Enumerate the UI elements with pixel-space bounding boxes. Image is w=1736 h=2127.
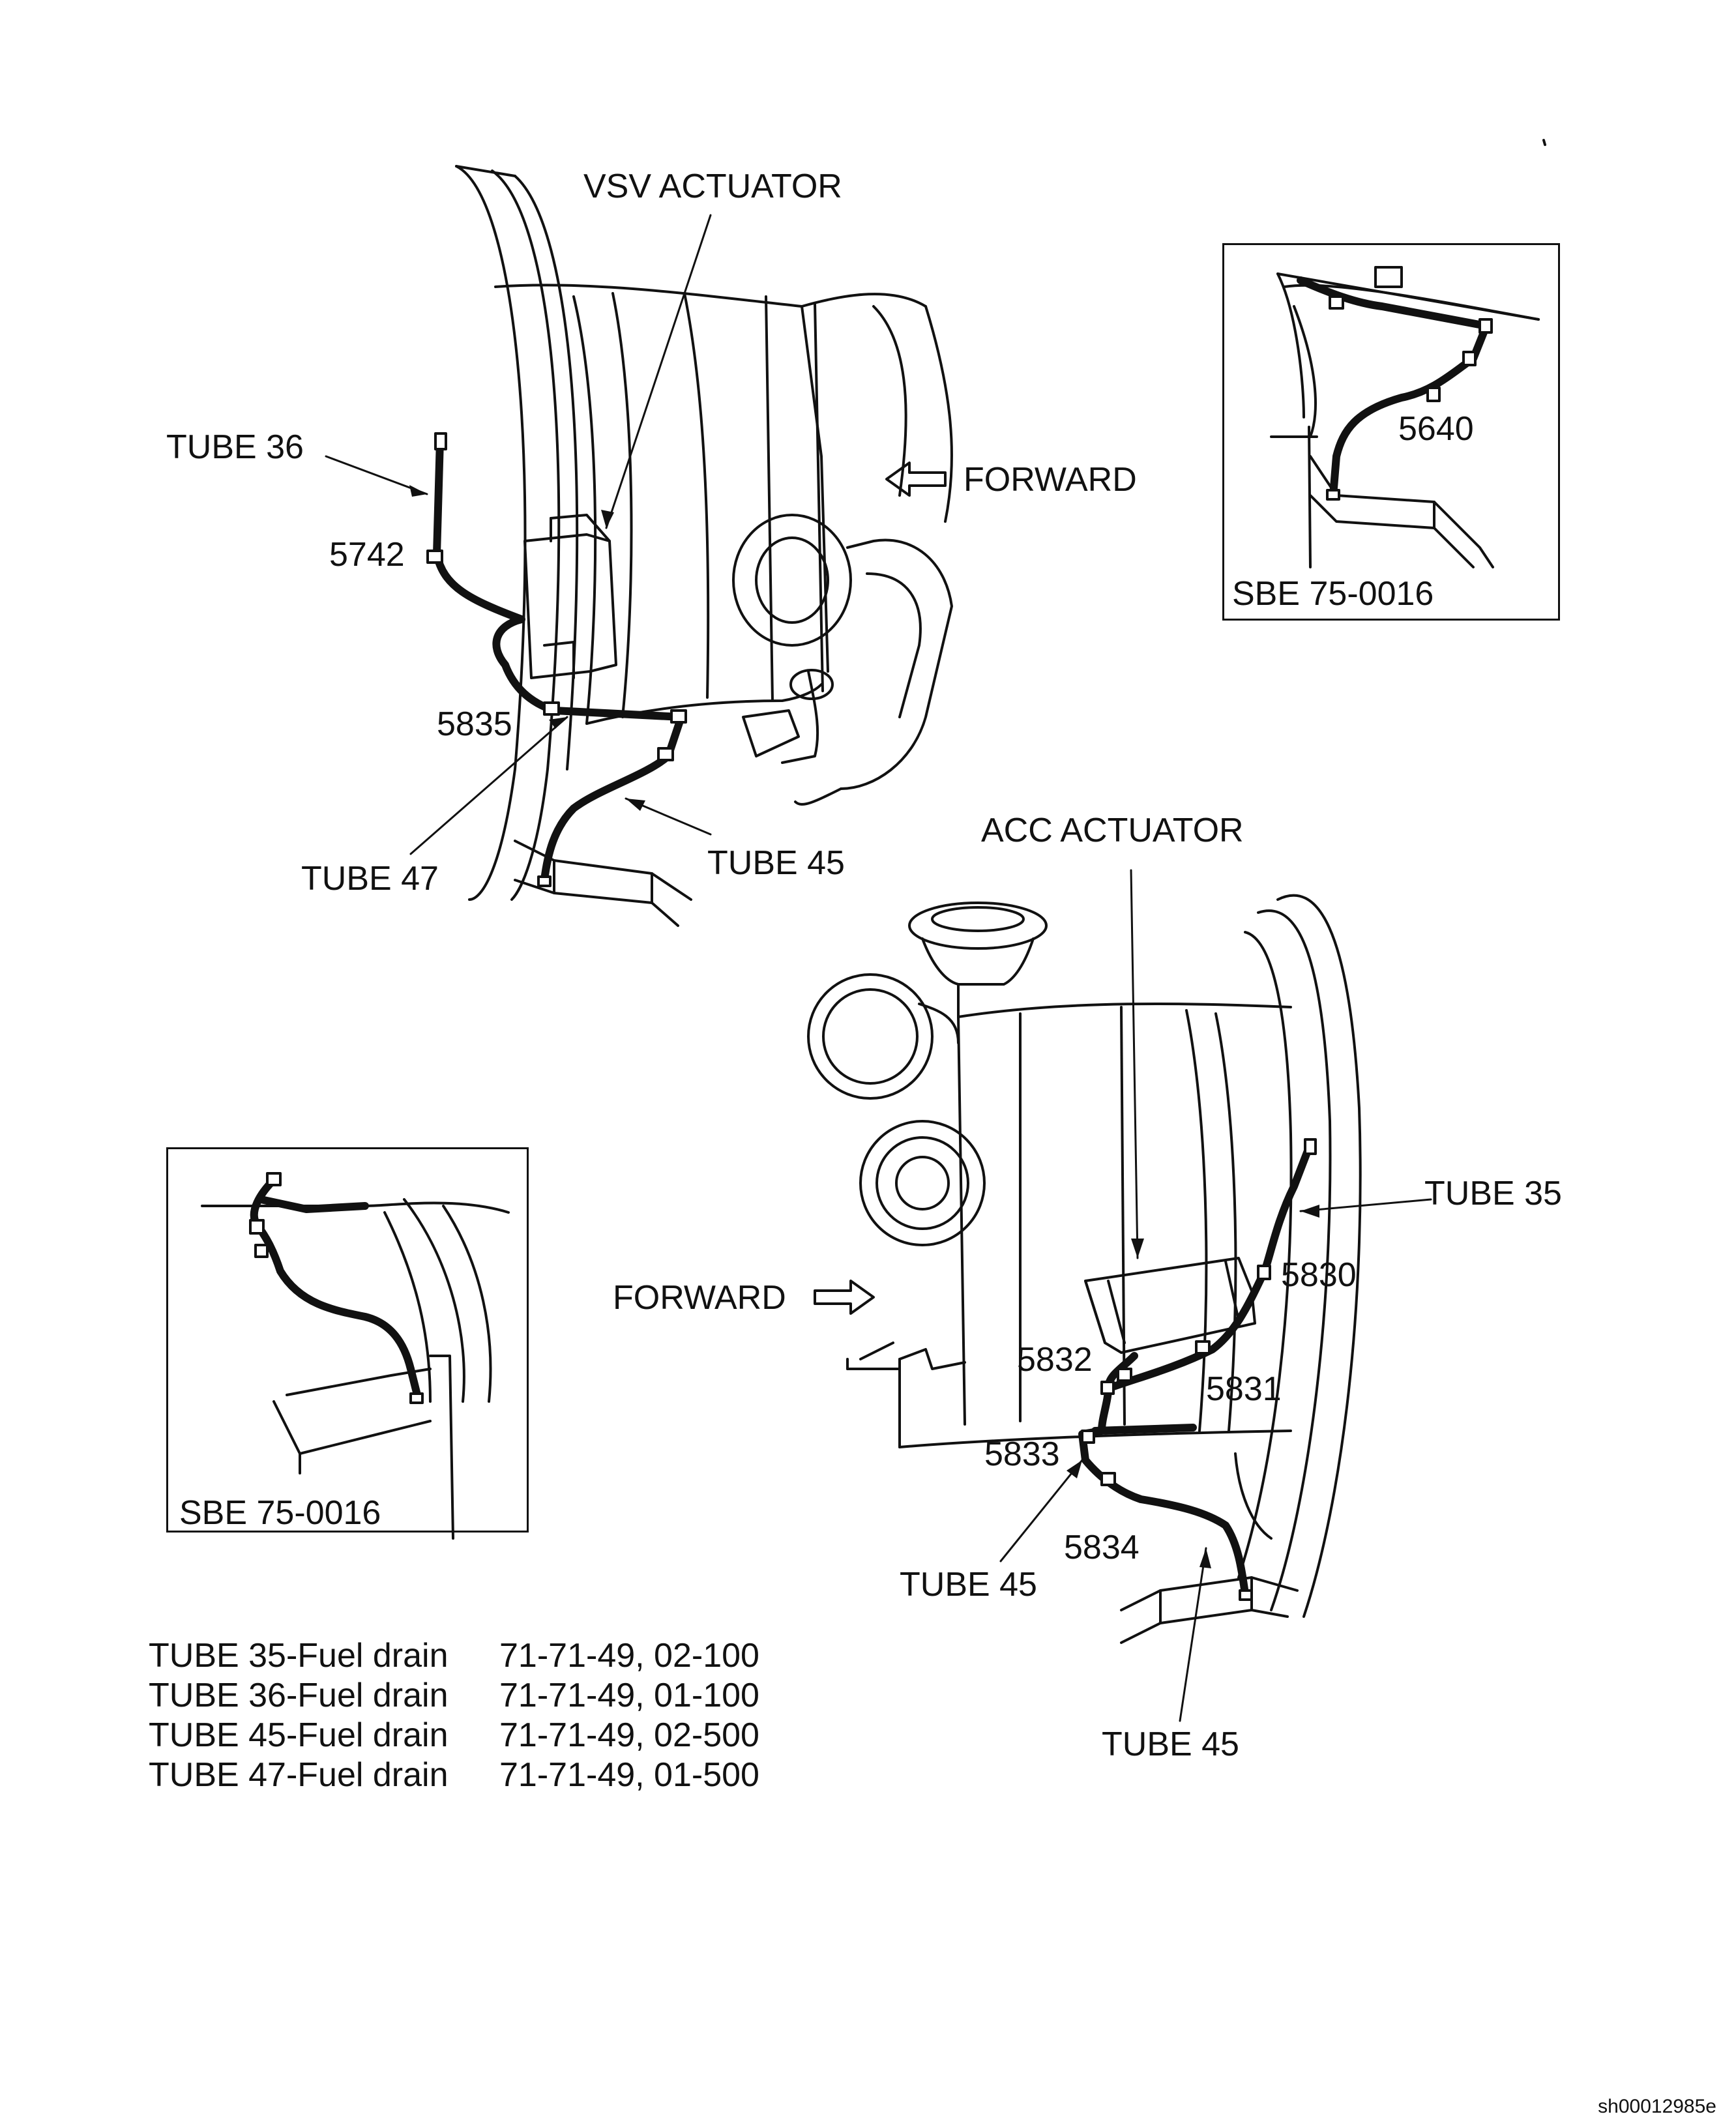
label-sbe-top-right: SBE 75-0016 bbox=[1232, 575, 1434, 613]
label-part-5830: 5830 bbox=[1281, 1256, 1357, 1294]
legend-tube-ref: 71-71-49, 01-100 bbox=[499, 1677, 759, 1714]
acc-leader-lines bbox=[999, 869, 1432, 1722]
legend-row: TUBE 45-Fuel drain 71-71-49, 02-500 bbox=[149, 1716, 759, 1755]
vsv-tube-fittings bbox=[426, 432, 687, 887]
label-forward-top: FORWARD bbox=[964, 461, 1137, 499]
legend-tube-ref: 71-71-49, 01-500 bbox=[499, 1756, 759, 1794]
inset-top-right-tube bbox=[1297, 276, 1490, 499]
vsv-arrowheads bbox=[409, 485, 645, 811]
label-part-5834: 5834 bbox=[1064, 1529, 1140, 1566]
inset-bottom-left-drawing bbox=[201, 1198, 510, 1540]
label-tube-35: TUBE 35 bbox=[1424, 1175, 1562, 1212]
inset-bottom-left-tube bbox=[250, 1176, 421, 1399]
legend-tube-name: TUBE 45-Fuel drain bbox=[149, 1716, 449, 1754]
vsv-engine-case-drawing bbox=[455, 165, 953, 927]
label-sbe-bottom-left: SBE 75-0016 bbox=[179, 1494, 381, 1532]
label-part-5742: 5742 bbox=[329, 536, 405, 574]
label-tube-47: TUBE 47 bbox=[301, 860, 439, 898]
legend-tube-name: TUBE 36-Fuel drain bbox=[149, 1677, 449, 1714]
inset-top-right-fittings bbox=[1326, 295, 1493, 501]
inset-bottom-left-fittings bbox=[249, 1172, 424, 1404]
legend-tube-name: TUBE 35-Fuel drain bbox=[149, 1637, 449, 1675]
acc-arrowheads bbox=[1067, 1205, 1319, 1568]
legend-tube-ref: 71-71-49, 02-500 bbox=[499, 1716, 759, 1754]
label-tube-36: TUBE 36 bbox=[166, 428, 304, 466]
label-part-5831: 5831 bbox=[1206, 1370, 1282, 1408]
inset-box-bottom-left bbox=[166, 1147, 529, 1533]
forward-arrow-top-icon bbox=[885, 462, 947, 497]
vsv-leader-lines bbox=[325, 214, 712, 855]
stray-mark bbox=[1542, 139, 1546, 146]
label-acc-actuator: ACC ACTUATOR bbox=[981, 812, 1244, 849]
label-tube-45-bottom: TUBE 45 bbox=[1102, 1725, 1239, 1763]
inset-box-top-right bbox=[1222, 243, 1560, 621]
label-tube-45-top: TUBE 45 bbox=[707, 844, 845, 882]
legend-row: TUBE 47-Fuel drain 71-71-49, 01-500 bbox=[149, 1755, 759, 1795]
forward-arrow-bottom-icon bbox=[814, 1280, 875, 1315]
label-tube-45-mid: TUBE 45 bbox=[900, 1566, 1037, 1604]
label-part-5833: 5833 bbox=[984, 1435, 1060, 1473]
legend-tube-name: TUBE 47-Fuel drain bbox=[149, 1756, 449, 1794]
label-part-5640: 5640 bbox=[1398, 410, 1474, 448]
label-vsv-actuator: VSV ACTUATOR bbox=[583, 168, 842, 205]
legend-row: TUBE 35-Fuel drain 71-71-49, 02-100 bbox=[149, 1636, 759, 1676]
sheet-id-corner: sh00012985e bbox=[1598, 2096, 1716, 2117]
legend-row: TUBE 36-Fuel drain 71-71-49, 01-100 bbox=[149, 1676, 759, 1716]
acc-drain-tubes bbox=[1078, 1140, 1314, 1598]
label-part-5832: 5832 bbox=[1017, 1341, 1093, 1379]
legend-tube-ref: 71-71-49, 02-100 bbox=[499, 1637, 759, 1675]
label-part-5835: 5835 bbox=[437, 705, 512, 743]
acc-engine-case-drawing bbox=[807, 894, 1362, 1644]
label-forward-bottom: FORWARD bbox=[613, 1279, 786, 1317]
acc-tube-fittings bbox=[1081, 1138, 1317, 1601]
tube-legend: TUBE 35-Fuel drain 71-71-49, 02-100 TUBE … bbox=[149, 1636, 759, 1795]
vsv-drain-tubes bbox=[433, 436, 685, 884]
